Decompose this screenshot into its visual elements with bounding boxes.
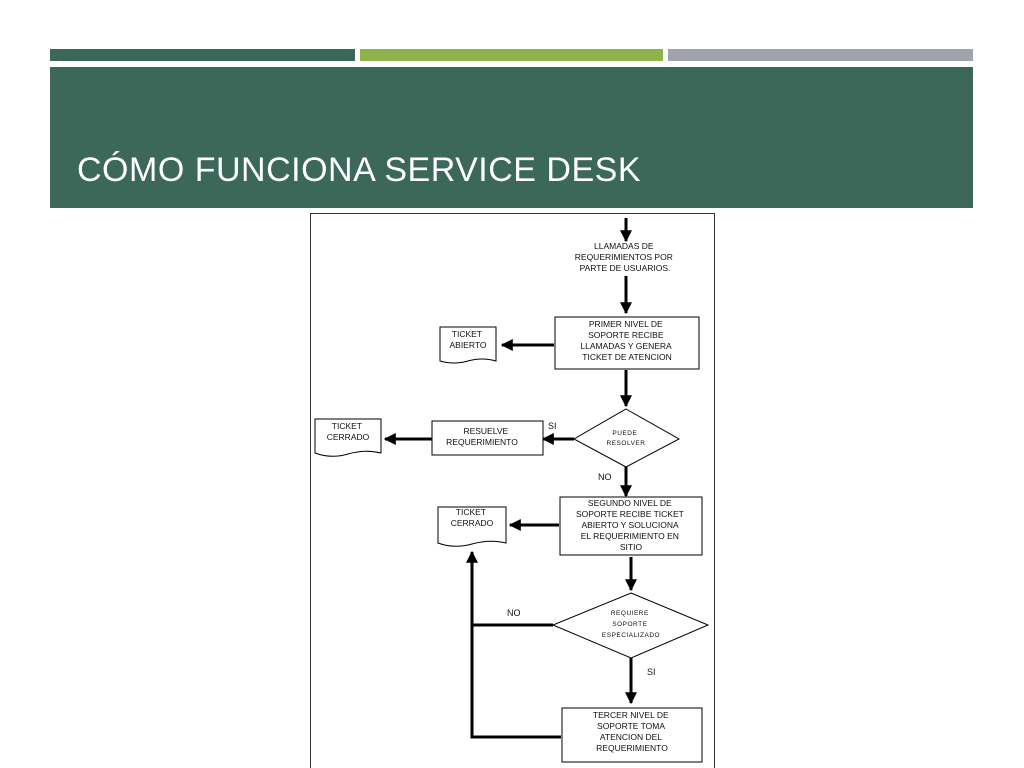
process-second-level-line: ABIERTO Y SOLUCIONA [581, 520, 678, 530]
process-first-level-line: SOPORTE RECIBE [588, 330, 664, 340]
decision-can-resolve-line: PUEDE [612, 430, 637, 437]
process-resolve-box [431, 420, 544, 456]
process-second-level-line: SITIO [620, 542, 643, 552]
doc-ticket-closed-2-line: TICKET [456, 507, 486, 517]
decision-can-resolve: PUEDE RESOLVER [607, 430, 646, 447]
accent-bar-dark-green [50, 49, 355, 61]
decision-specialized-line: ESPECIALIZADO [602, 632, 660, 639]
process-first-level-line: TICKET DE ATENCION [582, 352, 671, 362]
process-resolve-line: REQUERIMIENTO [446, 437, 518, 447]
process-first-level-line: PRIMER NIVEL DE [589, 319, 663, 329]
diagram-border [310, 213, 715, 768]
process-first-level-box [554, 316, 700, 370]
doc-ticket-closed-1-line: TICKET [332, 421, 362, 431]
doc-ticket-closed-1-line: CERRADO [327, 432, 370, 442]
doc-ticket-closed-2-line: CERRADO [451, 518, 494, 528]
process-third-level-line: REQUERIMIENTO [596, 743, 668, 753]
process-resolve: RESUELVE REQUERIMIENTO [446, 426, 518, 447]
slide-title: CÓMO FUNCIONA SERVICE DESK [77, 151, 642, 189]
flowchart-diagram: LLAMADAS DE REQUERIMIENTOS POR PARTE DE … [310, 213, 715, 768]
decision-can-resolve-shape [572, 408, 681, 468]
doc-ticket-closed-2: TICKET CERRADO [451, 507, 494, 528]
line-third-level-return [470, 625, 561, 739]
doc-ticket-closed-1-shape [314, 418, 382, 457]
decision-specialized-shape [551, 592, 710, 659]
doc-ticket-open-line: ABIERTO [449, 340, 486, 350]
decision-specialized-line: REQUIERE [611, 610, 649, 617]
process-first-level-line: LLAMADAS Y GENERA [580, 341, 672, 351]
decision-specialized: REQUIERE SOPORTE ESPECIALIZADO [602, 610, 660, 639]
process-third-level-line: TERCER NIVEL DE [593, 710, 669, 720]
process-second-level-box [559, 496, 703, 556]
label-si-1: SI [548, 421, 557, 431]
title-band: CÓMO FUNCIONA SERVICE DESK [50, 67, 973, 208]
doc-ticket-closed-1: TICKET CERRADO [327, 421, 370, 442]
accent-bar-light-green [360, 49, 663, 61]
doc-ticket-open-line: TICKET [452, 329, 482, 339]
process-third-level-line: ATENCION DEL [600, 732, 662, 742]
process-second-level-line: EL REQUERIMIENTO EN [581, 531, 679, 541]
process-second-level: SEGUNDO NIVEL DE SOPORTE RECIBE TICKET A… [576, 498, 686, 552]
process-calls-line: REQUERIMIENTOS POR [575, 252, 673, 262]
decision-can-resolve-line: RESOLVER [607, 440, 646, 447]
process-calls: LLAMADAS DE REQUERIMIENTOS POR PARTE DE … [575, 241, 675, 273]
process-second-level-line: SOPORTE RECIBE TICKET [576, 509, 684, 519]
accent-bar-gray [668, 49, 973, 61]
flowchart-svg: LLAMADAS DE REQUERIMIENTOS POR PARTE DE … [310, 213, 715, 768]
label-no-2: NO [507, 608, 521, 618]
process-third-level-line: SOPORTE TOMA [597, 721, 665, 731]
process-third-level-box [561, 707, 703, 763]
doc-ticket-closed-2-shape [437, 506, 507, 547]
label-no-1: NO [598, 472, 612, 482]
doc-ticket-open-shape [439, 326, 497, 364]
label-si-2: SI [647, 667, 656, 677]
process-resolve-line: RESUELVE [463, 426, 508, 436]
flow-connectors [383, 218, 637, 739]
process-calls-line: PARTE DE USUARIOS. [580, 263, 671, 273]
doc-ticket-open: TICKET ABIERTO [449, 329, 486, 350]
process-second-level-line: SEGUNDO NIVEL DE [588, 498, 672, 508]
decision-specialized-line: SOPORTE [612, 621, 647, 628]
process-calls-line: LLAMADAS DE [594, 241, 654, 251]
process-first-level: PRIMER NIVEL DE SOPORTE RECIBE LLAMADAS … [580, 319, 673, 362]
process-third-level: TERCER NIVEL DE SOPORTE TOMA ATENCION DE… [593, 710, 671, 753]
